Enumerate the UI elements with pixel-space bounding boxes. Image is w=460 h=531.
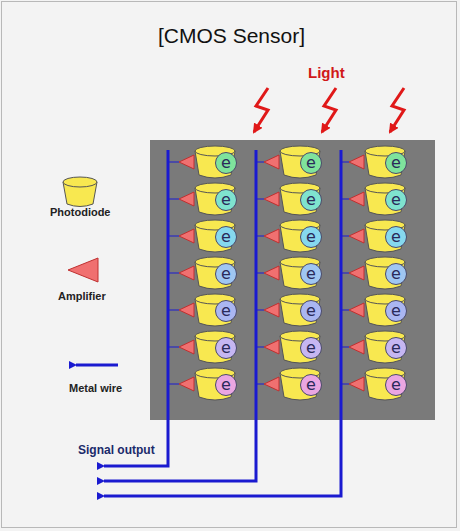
electron-circle: e [300,189,322,211]
electron-circle: e [300,300,322,322]
electron-label: e [391,340,401,356]
sensor-chip [150,140,435,420]
electron-label: e [306,229,316,245]
amplifier [349,192,364,206]
legend-label: Photodiode [50,206,111,218]
light-ray [390,88,404,132]
photodiode-legend-icon [63,177,97,207]
electron-label: e [306,340,316,356]
amplifier-lead [168,273,179,274]
amplifier [349,266,364,280]
electron-circle: e [300,152,322,174]
light-rays [254,88,404,132]
amplifier [179,229,194,243]
amplifier [264,155,279,169]
amplifier-lead [168,347,179,348]
electron-label: e [391,303,401,319]
amplifier [264,229,279,243]
electron-circle: e [300,374,322,396]
electron-circle: e [215,263,237,285]
electron-circle: e [385,337,407,359]
electron-circle: e [215,300,237,322]
amplifier [179,377,194,391]
amplifier [179,340,194,354]
electron-label: e [221,303,231,319]
electron-label: e [306,192,316,208]
amplifier-lead [168,162,179,163]
legend-label: Amplifier [58,290,106,302]
electron-circle: e [385,189,407,211]
electron-label: e [306,303,316,319]
amplifier [264,303,279,317]
pixel-array [168,146,405,400]
amplifier [179,303,194,317]
light-ray [254,88,268,132]
electron-circle: e [385,374,407,396]
amplifier [179,192,194,206]
electron-circle: e [385,300,407,322]
amplifier [349,229,364,243]
electron-circle: e [215,374,237,396]
amplifier [349,377,364,391]
amplifier [179,155,194,169]
electron-circle: e [300,226,322,248]
amplifier-legend-icon [68,258,98,282]
light-label: Light [308,64,345,81]
electron-circle: e [215,152,237,174]
electron-label: e [391,377,401,393]
electron-circle: e [385,152,407,174]
electron-label: e [391,192,401,208]
amplifier-lead [168,236,179,237]
electron-label: e [221,340,231,356]
amplifier [264,192,279,206]
electron-label: e [221,266,231,282]
amplifier [264,266,279,280]
electron-circle: e [385,226,407,248]
amplifier-lead [168,384,179,385]
electron-label: e [221,192,231,208]
wire-legend-icon [76,364,118,367]
electron-label: e [391,266,401,282]
electron-label: e [221,229,231,245]
amplifier [349,155,364,169]
electron-label: e [306,266,316,282]
electron-circle: e [215,189,237,211]
electron-circle: e [300,337,322,359]
diagram-title: [CMOS Sensor] [158,24,305,48]
electron-label: e [306,155,316,171]
metal-wire [104,150,168,466]
electron-label: e [391,155,401,171]
electron-label: e [306,377,316,393]
amplifier-lead [168,199,179,200]
amplifier [179,266,194,280]
amplifier [349,340,364,354]
electron-circle: e [300,263,322,285]
electron-circle: e [385,263,407,285]
amplifier [349,303,364,317]
legend-label: Metal wire [69,382,122,394]
electron-label: e [391,229,401,245]
amplifier [264,340,279,354]
electron-circle: e [215,337,237,359]
electron-label: e [221,377,231,393]
electron-circle: e [215,226,237,248]
electron-label: e [221,155,231,171]
signal-output-label: Signal output [78,443,155,457]
metal-wire [104,150,256,481]
amplifier [264,377,279,391]
amplifier-lead [168,310,179,311]
light-ray [322,88,336,132]
